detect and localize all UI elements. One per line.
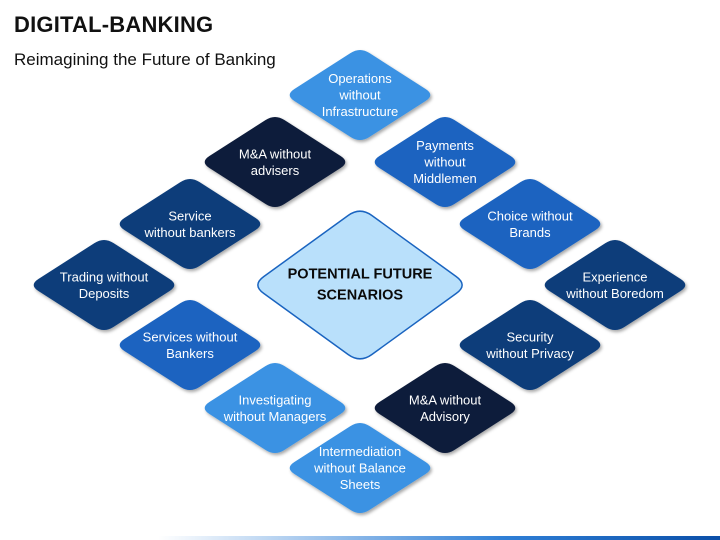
- scenario-tile-security-without-privacy: Security without Privacy: [459, 300, 601, 390]
- scenario-label-line: without Boredom: [565, 286, 664, 301]
- center-title-line: SCENARIOS: [317, 288, 404, 304]
- scenario-label-line: Deposits: [79, 286, 130, 301]
- scenario-tile-experience-without-boredom: Experience without Boredom: [544, 240, 686, 330]
- scenario-label-line: Experience: [582, 269, 647, 284]
- scenario-label-line: Trading without: [60, 269, 149, 284]
- scenario-label-line: Bankers: [166, 346, 214, 361]
- scenario-label-line: M&A without: [409, 392, 482, 407]
- scenario-tile-investigating-without-managers: Investigating without Managers: [204, 363, 346, 453]
- scenario-tile-shape: [204, 363, 346, 453]
- scenario-label-line: M&A without: [239, 146, 312, 161]
- scenario-tile-shape: [459, 179, 601, 269]
- scenario-label-line: without Managers: [223, 409, 327, 424]
- scenario-label-line: without bankers: [143, 225, 236, 240]
- scenario-tile-shape: [374, 117, 516, 207]
- scenario-label-line: without: [423, 155, 466, 170]
- scenario-tile-shape: [544, 240, 686, 330]
- bottom-accent-bar: [0, 536, 720, 540]
- scenario-tile-shape: [119, 179, 261, 269]
- center-title-line: POTENTIAL FUTURE: [288, 267, 433, 283]
- scenario-label-line: Brands: [509, 225, 551, 240]
- scenario-tiles: OperationswithoutInfrastructurePaymentsw…: [33, 50, 686, 513]
- scenario-label-line: without Privacy: [485, 346, 574, 361]
- scenario-tile-shape: [204, 117, 346, 207]
- page-subtitle: Reimagining the Future of Banking: [14, 50, 276, 69]
- scenario-tile-shape: [33, 240, 175, 330]
- scenario-tile-shape: [289, 50, 431, 140]
- scenario-label-line: Choice without: [487, 208, 573, 223]
- scenario-label-line: Infrastructure: [322, 104, 399, 119]
- scenario-label-line: Service: [168, 208, 211, 223]
- scenario-label-line: Middlemen: [413, 171, 477, 186]
- scenario-label-line: advisers: [251, 163, 300, 178]
- scenario-label-line: without Balance: [313, 461, 406, 476]
- scenario-tile-shape: [289, 423, 431, 513]
- page-title: DIGITAL-BANKING: [14, 12, 214, 37]
- scenario-label-line: Advisory: [420, 409, 470, 424]
- center-diamond-shape: [257, 210, 463, 360]
- scenario-label-line: Investigating: [239, 392, 312, 407]
- scenario-label-line: without: [338, 88, 381, 103]
- center-node: POTENTIAL FUTURE SCENARIOS: [257, 210, 463, 360]
- scenario-label-line: Payments: [416, 138, 474, 153]
- scenario-label-line: Operations: [328, 71, 392, 86]
- scenario-tile-service-without-bankers: Service without bankers: [119, 179, 261, 269]
- scenario-tile-shape: [119, 300, 261, 390]
- scenario-label-line: Intermediation: [319, 444, 401, 459]
- scenario-tile-shape: [374, 363, 516, 453]
- scenario-tile-shape: [459, 300, 601, 390]
- scenario-tile-ma-without-advisers: M&A without advisers: [204, 117, 346, 207]
- scenario-label-line: Services without: [143, 329, 238, 344]
- scenario-label-line: Security: [507, 329, 554, 344]
- scenario-label-line: Sheets: [340, 477, 381, 492]
